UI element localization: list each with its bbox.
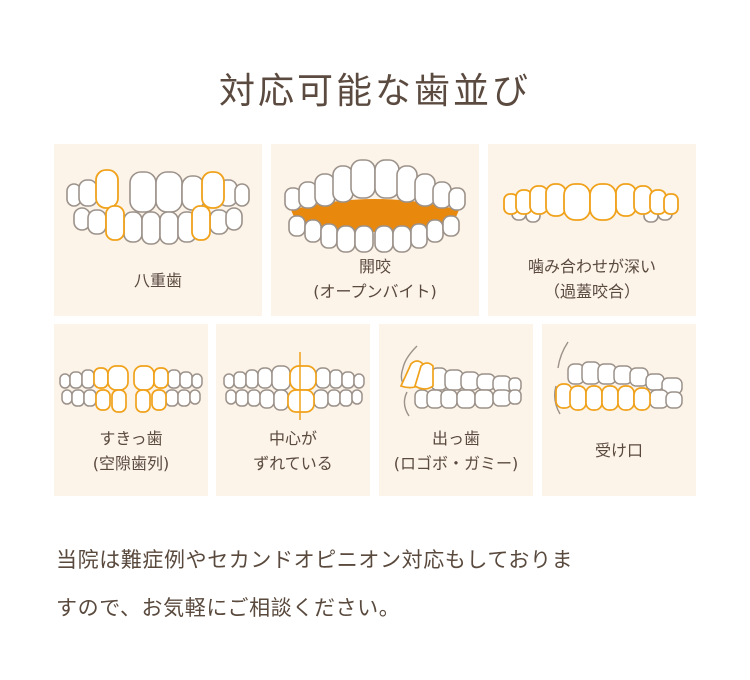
- card-label: 受け口: [542, 438, 696, 463]
- message-line2: すので、お気軽にご相談ください。: [56, 596, 401, 620]
- card-label-line1: 出っ歯: [431, 429, 480, 448]
- card-label-line2: (ロゴボ・ガミー): [393, 454, 519, 473]
- card-gap-teeth: すきっ歯 (空隙歯列): [54, 324, 208, 496]
- card-label-line2: (空隙歯列): [92, 454, 170, 473]
- card-underbite: 受け口: [542, 324, 696, 496]
- teeth-illustration: [284, 159, 466, 253]
- card-label-line1: 開咬: [358, 257, 391, 276]
- card-midline-shift: 中心が ずれている: [216, 324, 370, 496]
- card-label: 開咬 (オープンバイト): [271, 254, 479, 304]
- card-label-line2: （過蓋咬合）: [543, 282, 640, 301]
- card-label: 八重歯: [54, 268, 262, 293]
- card-yaeba: 八重歯: [54, 144, 262, 316]
- card-label-line1: 八重歯: [133, 271, 182, 290]
- consultation-message: 当院は難症例やセカンドオピニオン対応もしておりま すので、お気軽にご相談ください…: [56, 536, 706, 632]
- teeth-illustration: [59, 365, 203, 413]
- card-label-line2: ずれている: [253, 454, 333, 473]
- card-deep-bite: 噛み合わせが深い （過蓋咬合）: [488, 144, 696, 316]
- lip-profile: [553, 341, 569, 415]
- card-label-line1: 噛み合わせが深い: [527, 257, 656, 276]
- card-label-line1: 中心が: [268, 429, 317, 448]
- card-label: 出っ歯 (ロゴボ・ガミー): [379, 426, 533, 476]
- page-title: 対応可能な歯並び: [218, 71, 531, 112]
- teeth-illustration: [66, 169, 250, 245]
- card-label: 中心が ずれている: [216, 426, 370, 476]
- teeth-illustration: [399, 345, 522, 417]
- card-label-line1: すきっ歯: [99, 429, 163, 448]
- card-label-line1: 受け口: [594, 441, 643, 460]
- message-line1: 当院は難症例やセカンドオピニオン対応もしておりま: [56, 548, 574, 572]
- teeth-illustration: [553, 341, 683, 415]
- card-label: 噛み合わせが深い （過蓋咬合）: [488, 254, 696, 304]
- card-open-bite: 開咬 (オープンバイト): [271, 144, 479, 316]
- teeth-illustration: [503, 183, 679, 223]
- card-label-line2: (オープンバイト): [313, 282, 437, 301]
- card-label: すきっ歯 (空隙歯列): [54, 426, 208, 476]
- card-buck-teeth: 出っ歯 (ロゴボ・ガミー): [379, 324, 533, 496]
- teeth-illustration: [223, 352, 365, 420]
